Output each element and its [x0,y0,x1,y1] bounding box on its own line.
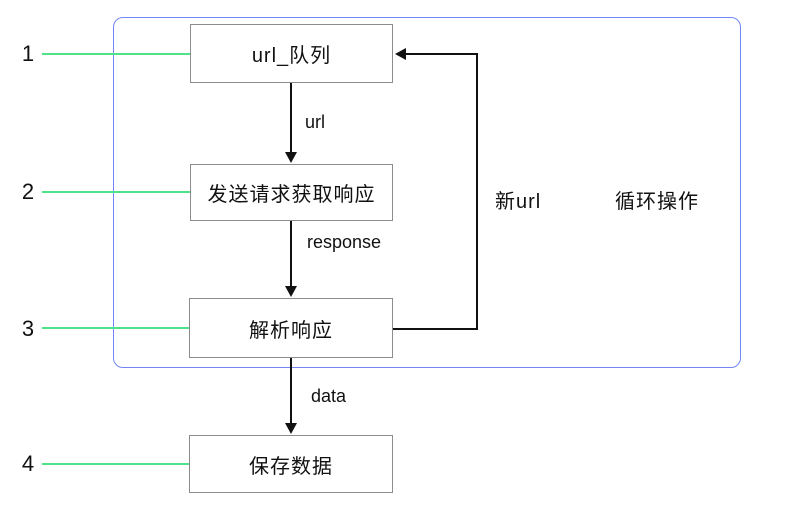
arrow-url-head [285,152,297,163]
flow-box-send-request-label: 发送请求获取响应 [207,184,376,206]
arrow-data-head [285,423,297,434]
feedback-arrow-top-segment [400,53,478,55]
loop-annotation-label: 循环操作 [615,191,699,213]
step-connector-line-4 [42,463,189,465]
arrow-response-shaft [290,221,292,287]
step-number-3: 3 [21,316,35,341]
edge-label-url: url [305,112,326,132]
feedback-arrow-head [395,48,406,60]
step-connector-line-2 [42,191,190,193]
feedback-arrow-vertical-segment [476,53,478,330]
step-number-1: 1 [21,41,35,66]
edge-label-data: data [311,386,347,406]
step-connector-line-3 [42,327,189,329]
flow-box-save-data: 保存数据 [189,435,393,493]
flow-box-parse-response: 解析响应 [189,298,393,358]
flow-box-send-request: 发送请求获取响应 [190,164,393,221]
step-number-4: 4 [21,451,35,476]
arrow-response-head [285,286,297,297]
feedback-arrow-bottom-segment [393,328,478,330]
flow-box-url-queue-label: url_队列 [251,45,332,67]
edge-label-response: response [307,232,382,252]
flow-box-parse-response-label: 解析响应 [249,319,333,342]
arrow-url-shaft [290,83,292,153]
flow-box-url-queue: url_队列 [190,24,393,83]
flow-box-save-data-label: 保存数据 [249,455,333,478]
edge-label-new-url: 新url [495,191,542,213]
step-number-2: 2 [21,179,35,204]
step-connector-line-1 [42,53,190,55]
arrow-data-shaft [290,358,292,424]
